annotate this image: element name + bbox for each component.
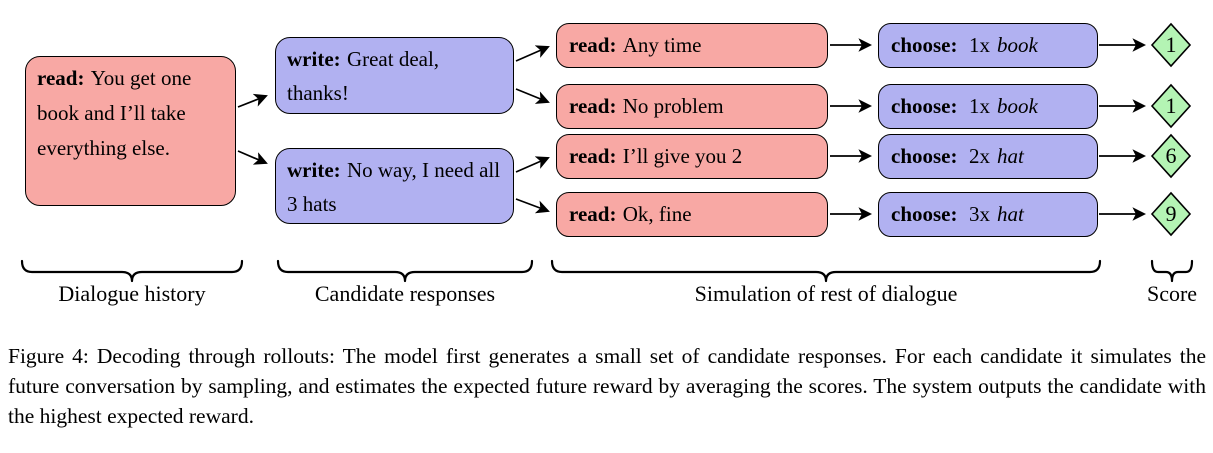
underbraces	[20, 259, 1194, 283]
candidate-box-2: write:No way, I need all 3 hats	[275, 148, 514, 224]
score-diamond	[1150, 191, 1192, 237]
brace-dialogue-history	[20, 259, 244, 283]
brace-label-dialogue-history: Dialogue history	[58, 281, 206, 306]
brace-score	[1150, 259, 1194, 283]
rollout-read-box-1: read:Any time	[556, 23, 828, 68]
rollout-read-text: No problem	[622, 94, 724, 118]
candidate-box-1: write:Great deal, thanks!	[275, 37, 514, 114]
score-value: 1	[1166, 93, 1177, 118]
candidate-text: No way, I need all 3 hats	[287, 158, 501, 216]
candidate-text: Great deal, thanks!	[287, 47, 440, 105]
choose-keyword: choose:	[891, 202, 958, 226]
arrows	[237, 38, 1147, 221]
score-diamonds: 1 1 6 9	[1150, 22, 1192, 237]
choose-item: hat	[996, 202, 1024, 226]
read-keyword: read:	[37, 66, 85, 90]
brace-simulation	[550, 259, 1102, 283]
rollout-read-text: Any time	[622, 33, 702, 57]
score-value: 6	[1166, 143, 1177, 168]
rollout-read-box-2: read:No problem	[556, 84, 828, 129]
score-value: 1	[1166, 32, 1177, 57]
dialogue-history-box: read:You get one book and I’ll take ever…	[25, 56, 236, 206]
choose-keyword: choose:	[891, 94, 958, 118]
arrow-candidate1-to-read1	[515, 45, 550, 62]
write-keyword: write:	[287, 47, 341, 71]
write-keyword: write:	[287, 158, 341, 182]
brace-label-candidate-responses: Candidate responses	[314, 281, 496, 306]
read-keyword: read:	[569, 94, 617, 118]
choose-item: book	[996, 94, 1038, 118]
rollout-read-box-4: read:Ok, fine	[556, 192, 828, 237]
rollout-read-text: I’ll give you 2	[622, 144, 743, 168]
brace-label-simulation: Simulation of rest of dialogue	[694, 281, 958, 306]
brace-label-score: Score	[1146, 281, 1198, 306]
choose-item: hat	[996, 144, 1024, 168]
choose-keyword: choose:	[891, 33, 958, 57]
rollout-read-text: Ok, fine	[622, 202, 692, 226]
choose-keyword: choose:	[891, 144, 958, 168]
arrow-root-to-candidate-2	[237, 150, 268, 165]
brace-candidate-responses	[276, 259, 534, 283]
score-diamond	[1150, 133, 1192, 179]
choose-quantity: 1x	[969, 33, 991, 57]
arrow-root-to-candidate-1	[237, 93, 268, 108]
score-value: 9	[1166, 201, 1177, 226]
dialogue-history-text: You get one book and I’ll take everythin…	[37, 66, 192, 160]
choose-quantity: 3x	[969, 202, 991, 226]
score-diamond	[1150, 22, 1192, 68]
choose-quantity: 2x	[969, 144, 991, 168]
arrow-candidate2-to-read3	[515, 156, 550, 173]
diagram-connectors: 1 1 6 9	[20, 22, 1194, 283]
read-keyword: read:	[569, 33, 617, 57]
score-diamond	[1150, 83, 1192, 129]
rollout-read-box-3: read:I’ll give you 2	[556, 134, 828, 179]
choose-item: book	[996, 33, 1038, 57]
figure-caption: Figure 4: Decoding through rollouts: The…	[8, 344, 1206, 428]
choose-quantity: 1x	[969, 94, 991, 118]
arrow-candidate1-to-read2	[515, 88, 550, 104]
arrow-candidate2-to-read4	[515, 198, 550, 214]
read-keyword: read:	[569, 144, 617, 168]
read-keyword: read:	[569, 202, 617, 226]
